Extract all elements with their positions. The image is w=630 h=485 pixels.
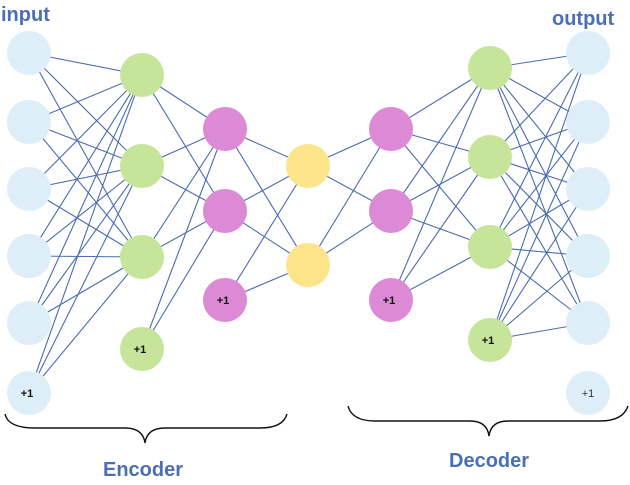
edge-decoder-hidden-2-1-to-output-0 bbox=[489, 52, 589, 158]
edge-input-1-to-encoder-hidden-1-2 bbox=[28, 121, 143, 258]
decoder-hidden-1-bias-label: +1 bbox=[383, 295, 396, 307]
decoder-hidden-2-node-1 bbox=[468, 135, 512, 179]
decoder-label: Decoder bbox=[449, 450, 529, 472]
output-bias-label: +1 bbox=[582, 388, 595, 400]
input-bias-label: +1 bbox=[21, 388, 34, 400]
edge-input-5-to-encoder-hidden-1-0 bbox=[28, 74, 143, 394]
code-node-1 bbox=[286, 243, 330, 287]
edge-input-4-to-encoder-hidden-1-1 bbox=[28, 165, 143, 324]
encoder-hidden-2-bias-label: +1 bbox=[217, 295, 230, 307]
edge-input-4-to-encoder-hidden-1-0 bbox=[28, 74, 143, 324]
encoder-label: Encoder bbox=[103, 459, 183, 481]
decoder-hidden-1-node-bias bbox=[369, 278, 413, 322]
output-node-3 bbox=[566, 234, 610, 278]
edge-decoder-hidden-1-2-to-decoder-hidden-2-1 bbox=[390, 156, 491, 301]
input-node-1 bbox=[7, 100, 51, 144]
decoder-hidden-1-node-0 bbox=[369, 107, 413, 151]
edge-input-5-to-encoder-hidden-1-1 bbox=[28, 165, 143, 394]
decoder-brace bbox=[347, 405, 629, 437]
input-label: input bbox=[1, 4, 50, 26]
encoder-hidden-1-node-bias bbox=[120, 327, 164, 371]
decoder-hidden-1-node-1 bbox=[369, 189, 413, 233]
edge-encoder-hidden-1-0-to-encoder-hidden-2-1 bbox=[141, 74, 226, 212]
decoder-hidden-2-node-bias bbox=[468, 318, 512, 362]
edge-decoder-hidden-1-0-to-decoder-hidden-2-2 bbox=[390, 128, 491, 248]
edge-decoder-hidden-2-2-to-output-0 bbox=[489, 52, 589, 248]
input-node-3 bbox=[7, 234, 51, 278]
decoder-hidden-2-node-2 bbox=[468, 225, 512, 269]
edge-input-0-to-encoder-hidden-1-1 bbox=[28, 52, 143, 167]
edge-encoder-hidden-2-0-to-code-1 bbox=[224, 128, 309, 266]
edge-decoder-hidden-2-0-to-output-2 bbox=[489, 67, 589, 190]
decoder-hidden-2-node-0 bbox=[468, 46, 512, 90]
edge-code-1-to-decoder-hidden-1-0 bbox=[307, 128, 392, 266]
output-label: output bbox=[552, 8, 615, 30]
edge-decoder-hidden-1-1-to-decoder-hidden-2-0 bbox=[390, 67, 491, 212]
edge-encoder-hidden-2-2-to-code-0 bbox=[224, 165, 309, 301]
code-node-0 bbox=[286, 144, 330, 188]
encoder-hidden-1-node-1 bbox=[120, 144, 164, 188]
output-node-0 bbox=[566, 31, 610, 75]
encoder-hidden-2-node-0 bbox=[203, 107, 247, 151]
edge-encoder-hidden-1-3-to-encoder-hidden-2-0 bbox=[141, 128, 226, 350]
edge-input-2-to-encoder-hidden-1-0 bbox=[28, 74, 143, 190]
network-nodes: +1 +1 +1 +1 +1 +1 bbox=[7, 31, 610, 415]
input-node-bias bbox=[7, 371, 51, 415]
edge-input-5-to-encoder-hidden-1-2 bbox=[28, 256, 143, 394]
input-node-4 bbox=[7, 301, 51, 345]
edge-input-3-to-encoder-hidden-1-1 bbox=[28, 165, 143, 257]
encoder-brace bbox=[4, 413, 288, 444]
edge-input-3-to-encoder-hidden-1-0 bbox=[28, 74, 143, 257]
input-node-0 bbox=[7, 31, 51, 75]
encoder-hidden-1-node-0 bbox=[120, 53, 164, 97]
encoder-hidden-1-bias-label: +1 bbox=[134, 344, 147, 356]
encoder-hidden-2-node-bias bbox=[203, 278, 247, 322]
output-node-2 bbox=[566, 167, 610, 211]
edge-encoder-hidden-1-2-to-encoder-hidden-2-0 bbox=[141, 128, 226, 258]
edge-decoder-hidden-1-2-to-decoder-hidden-2-0 bbox=[390, 67, 491, 301]
output-node-1 bbox=[566, 100, 610, 144]
edge-input-0-to-encoder-hidden-1-2 bbox=[28, 52, 143, 258]
edge-decoder-hidden-2-3-to-output-2 bbox=[489, 188, 589, 341]
edge-decoder-hidden-2-3-to-output-1 bbox=[489, 121, 589, 341]
edge-decoder-hidden-2-3-to-output-0 bbox=[489, 52, 589, 341]
encoder-hidden-2-node-1 bbox=[203, 189, 247, 233]
encoder-hidden-1-node-2 bbox=[120, 235, 164, 279]
edge-decoder-hidden-2-2-to-output-1 bbox=[489, 121, 589, 248]
decoder-hidden-2-bias-label: +1 bbox=[482, 335, 495, 347]
edge-decoder-hidden-2-1-to-output-3 bbox=[489, 156, 589, 257]
edge-encoder-hidden-1-3-to-encoder-hidden-2-1 bbox=[141, 210, 226, 350]
edge-decoder-hidden-2-1-to-output-4 bbox=[489, 156, 589, 324]
input-node-2 bbox=[7, 167, 51, 211]
edge-decoder-hidden-2-0-to-output-3 bbox=[489, 67, 589, 257]
output-node-bias bbox=[566, 371, 610, 415]
output-node-4 bbox=[566, 301, 610, 345]
